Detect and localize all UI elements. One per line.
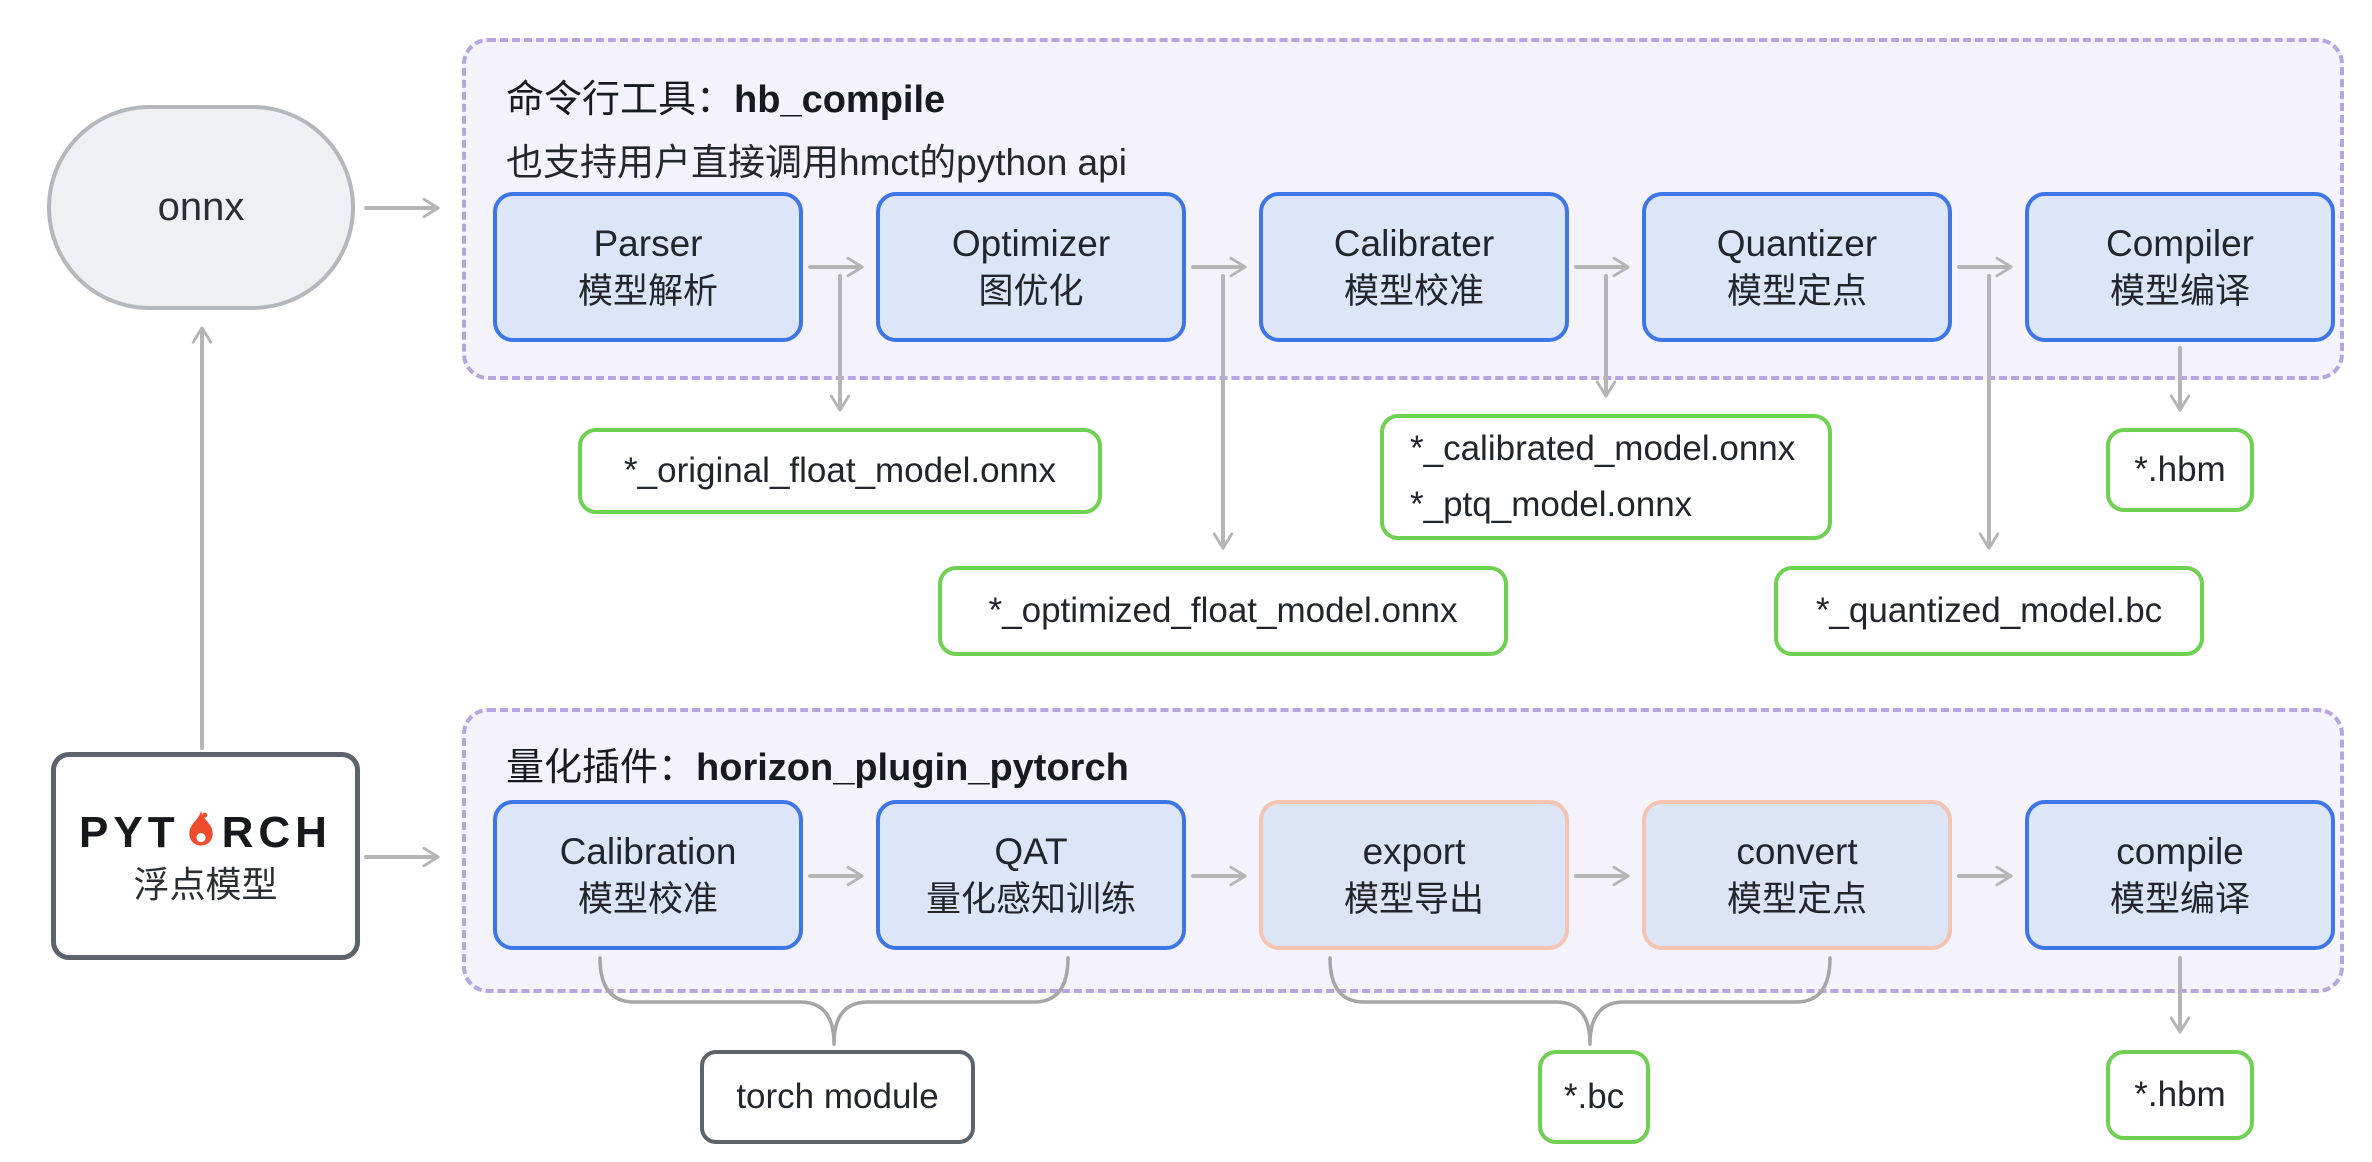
pytorch-node-sublabel: 浮点模型 [133,864,278,905]
stage-calibration-name: Calibration [559,831,737,872]
pytorch-logo-suffix: RCH [221,808,332,857]
pytorch-logo-prefix: PYT [79,808,180,857]
output-quantized-model-label: *_quantized_model.bc [1815,591,2163,630]
output-optimized-float-model-label: *_optimized_float_model.onnx [988,591,1458,630]
output-hbm-bottom: *.hbm [2106,1050,2254,1140]
output-hbm-top: *.hbm [2106,428,2254,512]
output-quantized-model: *_quantized_model.bc [1774,566,2204,656]
hb-compile-panel-title-prefix: 命令行工具： [506,79,735,121]
plugin-panel-title-prefix: 量化插件： [506,747,697,789]
stage-qat-name: QAT [994,831,1068,872]
hb-compile-panel-title-name: hb_compile [734,79,946,121]
stage-quantizer-desc: 模型定点 [1726,272,1867,311]
stage-parser-desc: 模型解析 [577,272,718,311]
stage-export-name: export [1362,831,1466,872]
stage-optimizer-name: Optimizer [951,223,1111,264]
stage-parser: Parser 模型解析 [493,192,803,342]
hb-compile-panel-title: 命令行工具：hb_compile [506,68,945,123]
stage-compiler: Compiler 模型编译 [2025,192,2335,342]
output-calibrated-model: *_calibrated_model.onnx *_ptq_model.onnx [1380,414,1832,540]
stage-calibration-desc: 模型校准 [577,880,718,919]
output-original-float-model: *_original_float_model.onnx [578,428,1102,514]
stage-convert-name: convert [1736,831,1858,872]
plugin-panel-title: 量化插件：horizon_plugin_pytorch [506,736,1129,791]
output-torch-module: torch module [700,1050,975,1144]
stage-quantizer: Quantizer 模型定点 [1642,192,1952,342]
stage-calibrater-name: Calibrater [1333,223,1495,264]
stage-convert: convert 模型定点 [1642,800,1952,950]
stage-compiler-desc: 模型编译 [2109,272,2250,311]
plugin-panel-title-name: horizon_plugin_pytorch [696,747,1129,789]
output-original-float-model-label: *_original_float_model.onnx [624,451,1056,490]
stage-compile-desc: 模型编译 [2109,880,2250,919]
output-torch-module-label: torch module [736,1077,939,1116]
stage-calibration: Calibration 模型校准 [493,800,803,950]
pytorch-flame-icon [188,810,213,846]
stage-compile: compile 模型编译 [2025,800,2335,950]
stage-export: export 模型导出 [1259,800,1569,950]
stage-optimizer: Optimizer 图优化 [876,192,1186,342]
output-calibrated-model-line1: *_calibrated_model.onnx [1410,429,1796,468]
output-bc-label: *.bc [1563,1077,1625,1116]
pytorch-logo: PYT RCH [79,809,332,857]
stage-export-desc: 模型导出 [1343,880,1484,919]
stage-quantizer-name: Quantizer [1716,223,1878,264]
stage-qat: QAT 量化感知训练 [876,800,1186,950]
stage-calibrater-desc: 模型校准 [1343,272,1484,311]
onnx-node: onnx [47,105,355,310]
stage-calibrater: Calibrater 模型校准 [1259,192,1569,342]
stage-compile-name: compile [2116,831,2244,872]
output-bc: *.bc [1538,1050,1650,1144]
stage-optimizer-desc: 图优化 [978,272,1084,311]
output-hbm-bottom-label: *.hbm [2134,1075,2226,1114]
stage-parser-name: Parser [593,223,703,264]
output-hbm-top-label: *.hbm [2134,450,2226,489]
stage-compiler-name: Compiler [2105,223,2255,264]
stage-convert-desc: 模型定点 [1726,880,1867,919]
onnx-node-label: onnx [157,185,245,229]
output-optimized-float-model: *_optimized_float_model.onnx [938,566,1508,656]
stage-qat-desc: 量化感知训练 [925,880,1136,919]
hb-compile-panel-subtitle: 也支持用户直接调用hmct的python api [506,142,1127,183]
output-calibrated-model-line2: *_ptq_model.onnx [1410,485,1693,524]
pytorch-node: PYT RCH 浮点模型 [51,752,360,960]
